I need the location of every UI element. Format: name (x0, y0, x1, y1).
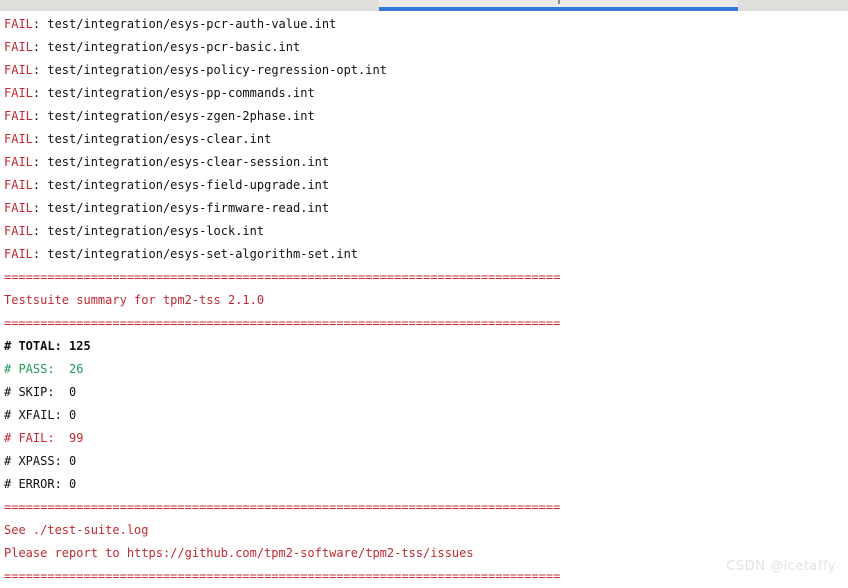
summary-row: # XPASS: 0 (4, 450, 848, 473)
footer-line: Please report to https://github.com/tpm2… (4, 546, 474, 560)
summary-row-label: # XPASS: (4, 454, 70, 468)
footer-line: See ./test-suite.log (4, 523, 149, 537)
summary-counts: # TOTAL: 125# PASS: 26# SKIP: 0# XFAIL: … (4, 335, 848, 496)
fail-label: FAIL (4, 155, 33, 169)
failed-test-path: test/integration/esys-policy-regression-… (47, 63, 387, 77)
failed-test-path: test/integration/esys-pp-commands.int (47, 86, 315, 100)
fail-label: FAIL (4, 247, 33, 261)
fail-separator: : (32, 247, 48, 261)
fail-label: FAIL (4, 132, 33, 146)
failed-test-line: FAIL: test/integration/esys-field-upgrad… (4, 174, 848, 197)
failed-test-line: FAIL: test/integration/esys-lock.int (4, 220, 848, 243)
active-tab[interactable] (379, 0, 738, 11)
failed-test-line: FAIL: test/integration/esys-clear.int (4, 128, 848, 151)
failed-test-list: FAIL: test/integration/esys-pcr-auth-val… (4, 13, 848, 266)
summary-row: # FAIL: 99 (4, 427, 848, 450)
fail-separator: : (32, 63, 48, 77)
summary-row: # XFAIL: 0 (4, 404, 848, 427)
summary-row: # TOTAL: 125 (4, 335, 848, 358)
fail-separator: : (32, 224, 48, 238)
summary-row-label: # SKIP: (4, 385, 70, 399)
summary-row-value: 125 (69, 339, 91, 353)
failed-test-path: test/integration/esys-set-algorithm-set.… (47, 247, 359, 261)
summary-row-label: # ERROR: (4, 477, 70, 491)
summary-row-value: 0 (69, 408, 77, 422)
fail-label: FAIL (4, 201, 33, 215)
failed-test-path: test/integration/esys-field-upgrade.int (47, 178, 330, 192)
failed-test-path: test/integration/esys-clear.int (47, 132, 272, 146)
text-cursor-icon (558, 0, 560, 4)
failed-test-line: FAIL: test/integration/esys-pcr-basic.in… (4, 36, 848, 59)
terminal-output: FAIL: test/integration/esys-pcr-auth-val… (0, 11, 848, 584)
fail-label: FAIL (4, 40, 33, 54)
separator-top: ========================================… (4, 270, 561, 284)
failed-test-line: FAIL: test/integration/esys-zgen-2phase.… (4, 105, 848, 128)
summary-row: # SKIP: 0 (4, 381, 848, 404)
summary-row-label: # XFAIL: (4, 408, 70, 422)
fail-separator: : (32, 132, 48, 146)
summary-row: # PASS: 26 (4, 358, 848, 381)
fail-separator: : (32, 201, 48, 215)
failed-test-line: FAIL: test/integration/esys-clear-sessio… (4, 151, 848, 174)
summary-row-value: 0 (69, 454, 77, 468)
failed-test-path: test/integration/esys-pcr-basic.int (47, 40, 301, 54)
summary-row-value: 99 (69, 431, 84, 445)
failed-test-line: FAIL: test/integration/esys-firmware-rea… (4, 197, 848, 220)
watermark: CSDN @icetaffy (726, 559, 836, 574)
failed-test-path: test/integration/esys-zgen-2phase.int (47, 109, 315, 123)
fail-separator: : (32, 155, 48, 169)
fail-label: FAIL (4, 17, 33, 31)
fail-separator: : (32, 17, 48, 31)
fail-separator: : (32, 86, 48, 100)
failed-test-line: FAIL: test/integration/esys-policy-regre… (4, 59, 848, 82)
summary-row-value: 0 (69, 385, 77, 399)
fail-separator: : (32, 178, 48, 192)
separator-footer-top: ========================================… (4, 500, 561, 514)
summary-row-value: 26 (69, 362, 84, 376)
fail-label: FAIL (4, 63, 33, 77)
fail-label: FAIL (4, 86, 33, 100)
testsuite-summary-title: Testsuite summary for tpm2-tss 2.1.0 (4, 293, 265, 307)
fail-label: FAIL (4, 224, 33, 238)
summary-row-label: # FAIL: (4, 431, 70, 445)
fail-label: FAIL (4, 109, 33, 123)
failed-test-line: FAIL: test/integration/esys-pcr-auth-val… (4, 13, 848, 36)
summary-row-value: 0 (69, 477, 77, 491)
summary-row-label: # TOTAL: (4, 339, 70, 353)
fail-separator: : (32, 109, 48, 123)
failed-test-path: test/integration/esys-firmware-read.int (47, 201, 330, 215)
active-tab-underline (379, 7, 738, 11)
summary-row: # ERROR: 0 (4, 473, 848, 496)
fail-separator: : (32, 40, 48, 54)
summary-row-label: # PASS: (4, 362, 70, 376)
failed-test-line: FAIL: test/integration/esys-pp-commands.… (4, 82, 848, 105)
failed-test-path: test/integration/esys-pcr-auth-value.int (47, 17, 337, 31)
separator-mid: ========================================… (4, 316, 561, 330)
failed-test-path: test/integration/esys-lock.int (47, 224, 265, 238)
fail-label: FAIL (4, 178, 33, 192)
separator-bottom: ========================================… (4, 569, 561, 583)
failed-test-path: test/integration/esys-clear-session.int (47, 155, 330, 169)
browser-tab-strip (0, 0, 848, 11)
failed-test-line: FAIL: test/integration/esys-set-algorith… (4, 243, 848, 266)
